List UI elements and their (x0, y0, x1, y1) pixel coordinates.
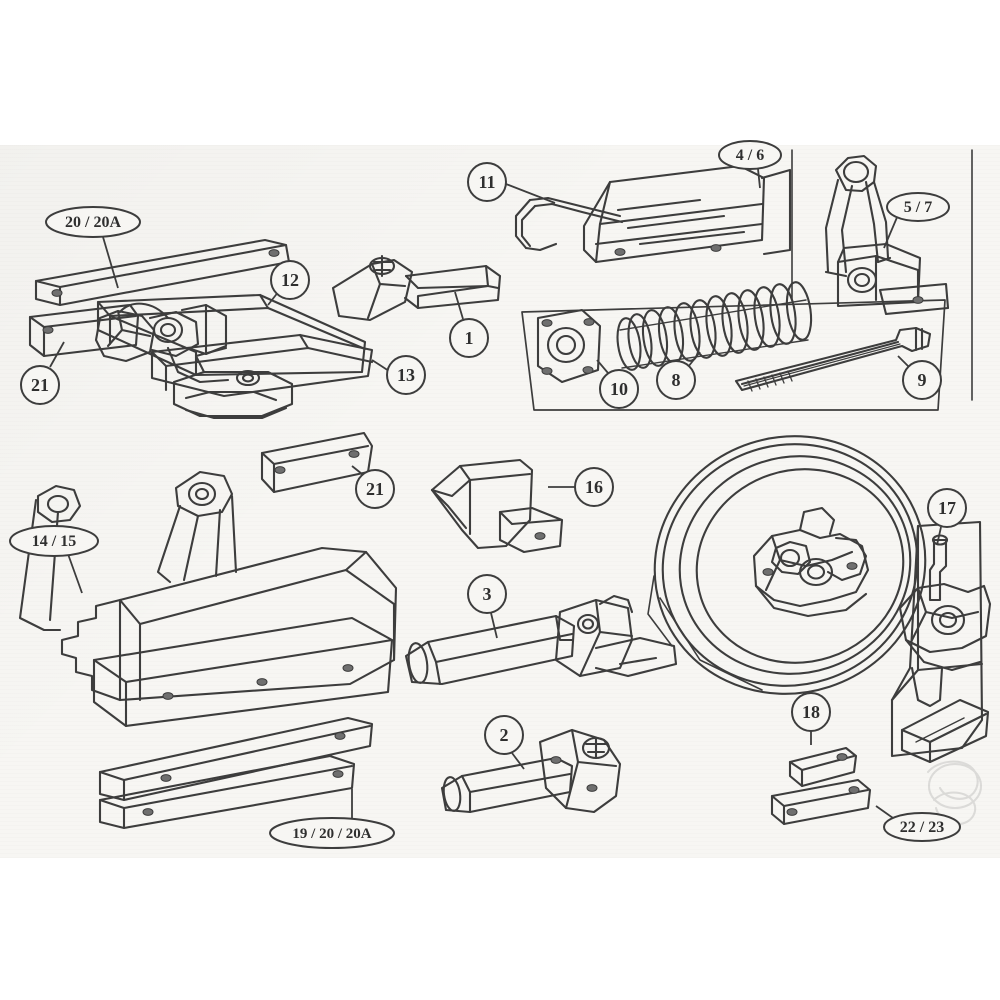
callout-label: 18 (802, 702, 820, 722)
part-mounting-plate-mid (260, 431, 374, 494)
part-coupler-latch (172, 346, 294, 420)
callout-5-7[interactable]: 5 / 7 (886, 192, 950, 222)
callout-bubble (20, 365, 60, 405)
callout-2[interactable]: 2 (484, 715, 524, 755)
callout-label: 14 / 15 (32, 533, 76, 550)
callout-leaders (49, 168, 942, 819)
callout-label: 16 (585, 477, 603, 497)
callout-bubble (386, 355, 426, 395)
callout-20-20a[interactable]: 20 / 20A (45, 206, 141, 238)
scanned-paper-area (0, 145, 1000, 858)
callout-bubble (902, 360, 942, 400)
callout-8[interactable]: 8 (656, 360, 696, 400)
callout-label: 11 (478, 172, 495, 192)
callout-bubble (355, 469, 395, 509)
callout-bubble (927, 488, 967, 528)
callout-label: 17 (938, 498, 956, 518)
part-flange-housing (536, 308, 602, 384)
callout-bubble (467, 574, 507, 614)
callout-bubble (886, 192, 950, 222)
callout-bubble (467, 162, 507, 202)
part-compression-spring (616, 281, 813, 371)
callout-bubble (883, 812, 961, 842)
part-long-strap-plate (770, 778, 872, 826)
callout-13[interactable]: 13 (386, 355, 426, 395)
callout-label: 5 / 7 (904, 199, 932, 216)
part-body-box-endcap (760, 168, 792, 256)
part-coupler-arm (150, 333, 374, 398)
callout-12[interactable]: 12 (270, 260, 310, 300)
part-threaded-rod (734, 326, 932, 392)
part-brake-shoe-assembly (752, 506, 870, 618)
part-lower-rail-bar-2 (98, 754, 356, 830)
part-stub-axle-short-2 (440, 728, 622, 814)
callout-label: 2 (500, 725, 509, 745)
callout-4-6[interactable]: 4 / 6 (718, 140, 782, 170)
callout-bubble (599, 369, 639, 409)
callout-21[interactable]: 21 (355, 469, 395, 509)
callout-11[interactable]: 11 (467, 162, 507, 202)
part-mudguard-fender (18, 470, 398, 728)
part-jockey-wheel-clamp (890, 520, 992, 764)
part-lever-bracket (824, 154, 950, 316)
callout-label: 20 / 20A (65, 214, 121, 231)
callout-10[interactable]: 10 (599, 369, 639, 409)
part-small-shim-plate (788, 746, 858, 788)
callout-bubble (656, 360, 696, 400)
callout-label: 10 (610, 379, 628, 399)
callout-label: 12 (281, 270, 299, 290)
callout-bubble (484, 715, 524, 755)
callout-bubble (449, 318, 489, 358)
callout-label: 19 / 20 / 20A (292, 826, 371, 842)
part-coupler-head (94, 302, 230, 384)
callout-19-20-20a[interactable]: 19 / 20 / 20A (269, 817, 395, 849)
callout-bubble (718, 140, 782, 170)
callout-bubble (269, 817, 395, 849)
callout-label: 1 (465, 328, 474, 348)
callout-16[interactable]: 16 (574, 467, 614, 507)
callout-14-15[interactable]: 14 / 15 (9, 525, 99, 557)
callout-label: 4 / 6 (736, 147, 764, 164)
callout-1[interactable]: 1 (449, 318, 489, 358)
callout-label: 9 (918, 370, 927, 390)
callout-label: 22 / 23 (900, 819, 944, 836)
part-lower-rail-bar (98, 716, 374, 802)
part-stub-axle-long (404, 594, 678, 686)
part-draw-bar-tube (96, 293, 367, 377)
group-spring-frame (521, 299, 946, 411)
part-body-box (582, 164, 766, 264)
callout-bubble (9, 525, 99, 557)
callout-3[interactable]: 3 (467, 574, 507, 614)
part-splash-guard (430, 458, 564, 554)
callout-label: 13 (397, 365, 415, 385)
callout-label: 21 (31, 375, 49, 395)
callout-9[interactable]: 9 (902, 360, 942, 400)
callout-label: 3 (483, 584, 492, 604)
part-stub-axle-short (331, 254, 502, 322)
callout-bubble (574, 467, 614, 507)
callout-21[interactable]: 21 (20, 365, 60, 405)
callout-17[interactable]: 17 (927, 488, 967, 528)
callout-bubble (791, 692, 831, 732)
callout-bubble (45, 206, 141, 238)
callout-18[interactable]: 18 (791, 692, 831, 732)
callout-label: 21 (366, 479, 384, 499)
callout-bubble (270, 260, 310, 300)
callout-label: 8 (672, 370, 681, 390)
part-brake-drum-wheel (647, 435, 927, 695)
callout-22-23[interactable]: 22 / 23 (883, 812, 961, 842)
